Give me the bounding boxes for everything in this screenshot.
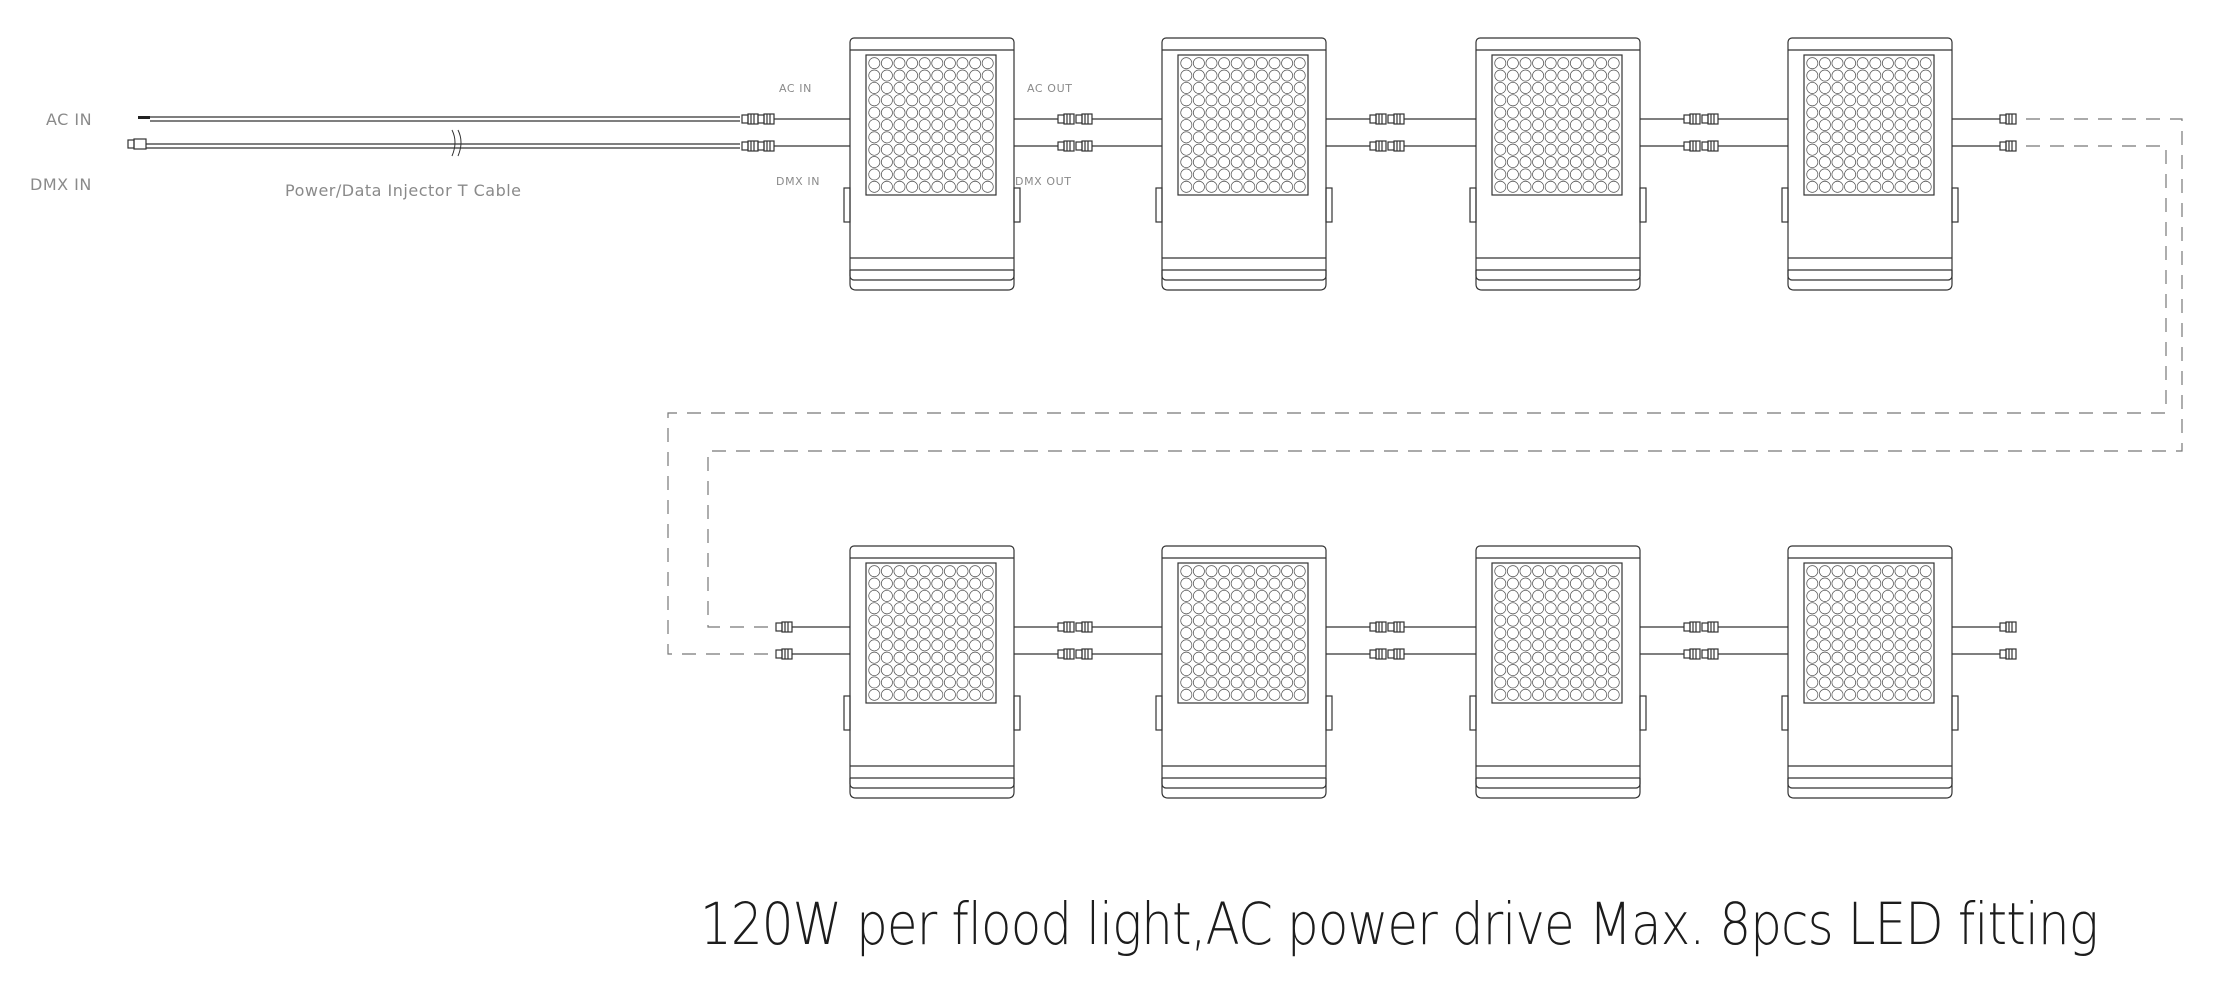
- link-cable: [1640, 113, 1788, 152]
- connector: [1683, 621, 1701, 633]
- connector: [1057, 621, 1075, 633]
- led-array: [868, 565, 994, 701]
- flood-light-1: [843, 37, 1021, 291]
- cable-break-mark: [451, 129, 462, 157]
- connector: [1369, 648, 1387, 660]
- connector: [1369, 113, 1387, 125]
- connector: [1369, 621, 1387, 633]
- connector: [1075, 621, 1093, 633]
- connector: [757, 140, 775, 152]
- connector: [1683, 648, 1701, 660]
- connector: [1369, 140, 1387, 152]
- flood-light-7: [1469, 545, 1647, 799]
- connector: [1075, 113, 1093, 125]
- connector: [1057, 113, 1075, 125]
- flood-light-5: [843, 545, 1021, 799]
- connector: [1701, 648, 1719, 660]
- connector: [741, 113, 759, 125]
- connector: [1701, 621, 1719, 633]
- flood-light-8: [1781, 545, 1959, 799]
- led-array: [1494, 57, 1620, 193]
- cable-label: Power/Data Injector T Cable: [285, 181, 522, 200]
- led-array: [1494, 565, 1620, 701]
- connector: [775, 621, 793, 633]
- connector: [1075, 140, 1093, 152]
- connector: [1999, 140, 2017, 152]
- link-cable: [1640, 621, 1788, 660]
- connector: [741, 140, 759, 152]
- fixture-ac-in-label: AC IN: [779, 82, 812, 95]
- flood-light-2: [1155, 37, 1333, 291]
- fixture-dmx-out-label: DMX OUT: [1015, 175, 1072, 188]
- connector: [1999, 113, 2017, 125]
- row2-in: [775, 621, 850, 660]
- connector: [775, 648, 793, 660]
- connector: [1057, 140, 1075, 152]
- connector: [1387, 140, 1405, 152]
- flood-light-4: [1781, 37, 1959, 291]
- row1-out: [1952, 113, 2017, 152]
- link-cable: [1326, 621, 1476, 660]
- connector: [1683, 140, 1701, 152]
- connector: [1387, 621, 1405, 633]
- flood-light-3: [1469, 37, 1647, 291]
- dmx-in-label: DMX IN: [30, 175, 92, 194]
- connector: [1683, 113, 1701, 125]
- link-cable: [1326, 113, 1476, 152]
- ac-in-label: AC IN: [46, 110, 93, 129]
- led-array: [1806, 57, 1932, 193]
- fixture-dmx-in-label: DMX IN: [776, 175, 821, 188]
- flood-light-6: [1155, 545, 1333, 799]
- connector: [757, 113, 775, 125]
- connector: [1057, 648, 1075, 660]
- connector: [1075, 648, 1093, 660]
- led-array: [1180, 57, 1306, 193]
- led-array: [1180, 565, 1306, 701]
- connector: [1999, 621, 2017, 633]
- link-cable: [1014, 621, 1162, 660]
- fixture-ac-out-label: AC OUT: [1027, 82, 1073, 95]
- dashed-return: [667, 118, 2183, 655]
- led-array: [1806, 565, 1932, 701]
- connector: [1701, 140, 1719, 152]
- connector: [1387, 648, 1405, 660]
- link-cable: [1014, 113, 1162, 152]
- led-array: [868, 57, 994, 193]
- row2-out: [1952, 621, 2017, 660]
- caption: 120W per flood light,AC power drive Max.…: [700, 890, 2099, 958]
- feed-cable: [127, 113, 850, 157]
- connector: [1701, 113, 1719, 125]
- connector: [1387, 113, 1405, 125]
- connector: [1999, 648, 2017, 660]
